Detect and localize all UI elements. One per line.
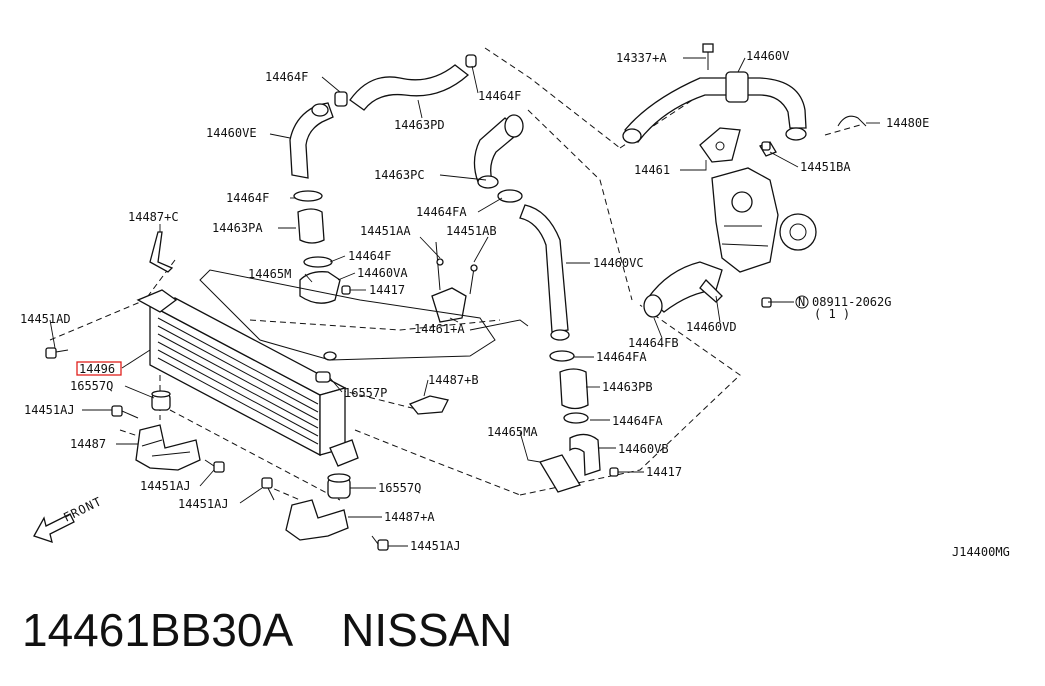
callout-labels: 14337+A 14460V 14464F 14464F 14480E 1446…	[20, 49, 929, 553]
label-14461A: 14461+A	[414, 322, 465, 336]
label-14464FA-mid: 14464FA	[596, 350, 647, 364]
hose-14463PD	[334, 54, 477, 111]
label-14464F-mid: 14464F	[226, 191, 269, 205]
hose-14463PA	[293, 190, 333, 268]
diagram-reference-code: J14400MG	[952, 545, 1010, 559]
label-14417-low: 14417	[646, 465, 682, 479]
label-14487: 14487	[70, 437, 106, 451]
label-08911-n: N	[798, 295, 805, 309]
label-08911: 08911-2062G	[812, 295, 891, 309]
label-16557Q-top: 16557Q	[70, 379, 113, 393]
part-number: 14461BB30A	[22, 604, 294, 656]
parts-diagram: FRONT 14337+A 14460V 14464F 14464F 14480…	[20, 43, 1010, 559]
hose-14460VE	[289, 102, 334, 179]
label-14464FA-top: 14464FA	[416, 205, 467, 219]
highlight-box	[76, 361, 122, 376]
bracket-14487C	[149, 231, 174, 273]
circled-n-badge	[795, 295, 809, 309]
pipe-14460VD	[643, 261, 772, 318]
label-16557P: 16557P	[344, 386, 387, 400]
front-label: FRONT	[61, 494, 104, 525]
label-14487B: 14487+B	[428, 373, 479, 387]
label-14465M: 14465M	[248, 267, 291, 281]
mount-16557Q-upper	[151, 390, 171, 411]
label-14451AJ-3: 14451AJ	[178, 497, 229, 511]
front-arrow: FRONT	[33, 494, 104, 543]
bracket-14487	[135, 424, 201, 471]
label-14417-top: 14417	[369, 283, 405, 297]
label-14451AJ-2: 14451AJ	[140, 479, 191, 493]
label-14464F-top: 14464F	[265, 70, 308, 84]
turbocharger	[711, 167, 817, 273]
mount-16557P	[315, 371, 331, 383]
label-14463PD: 14463PD	[394, 118, 445, 132]
label-14465MA: 14465MA	[487, 425, 538, 439]
label-14464FA-low: 14464FA	[612, 414, 663, 428]
intercooler-core	[136, 269, 496, 467]
label-14464F-low: 14464F	[348, 249, 391, 263]
label-14460V: 14460V	[746, 49, 789, 63]
pipe-14460V	[622, 43, 807, 144]
label-14460VB: 14460VB	[618, 442, 669, 456]
label-14463PA: 14463PA	[212, 221, 263, 235]
label-14460VD: 14460VD	[686, 320, 737, 334]
label-14461: 14461	[634, 163, 670, 177]
label-14463PB: 14463PB	[602, 380, 653, 394]
hose-14463PB	[549, 350, 589, 424]
label-14480E: 14480E	[886, 116, 929, 130]
label-14451AJ-1: 14451AJ	[24, 403, 75, 417]
label-14451BA: 14451BA	[800, 160, 851, 174]
label-14451AB: 14451AB	[446, 224, 497, 238]
label-14460VE: 14460VE	[206, 126, 257, 140]
mount-16557Q-lower	[327, 473, 351, 499]
label-14463PC: 14463PC	[374, 168, 425, 182]
bracket-14487B	[408, 395, 449, 415]
label-14451AD: 14451AD	[20, 312, 71, 326]
label-14487C: 14487+C	[128, 210, 179, 224]
label-14460VC: 14460VC	[593, 256, 644, 270]
label-14464FB: 14464FB	[628, 336, 679, 350]
bracket-14461A	[431, 241, 529, 331]
label-16557Q-low: 16557Q	[378, 481, 421, 495]
label-14451AA: 14451AA	[360, 224, 411, 238]
label-14464F-right: 14464F	[478, 89, 521, 103]
hose-14460VC	[519, 204, 570, 341]
label-14337A: 14337+A	[616, 51, 667, 65]
label-14451AJ-4: 14451AJ	[410, 539, 461, 553]
label-08911-qty: ( 1 )	[814, 307, 850, 321]
leader-lines	[49, 57, 880, 547]
bracket-14487A	[285, 499, 349, 541]
part-caption: 14461BB30A NISSAN	[22, 598, 560, 662]
pipe-14460VB	[539, 433, 619, 493]
clamp-14480E	[837, 115, 867, 127]
bolts	[45, 141, 771, 551]
hose-14463PC	[473, 114, 524, 203]
label-14496: 14496	[79, 362, 115, 376]
label-14460VA: 14460VA	[357, 266, 408, 280]
brand-name: NISSAN	[341, 604, 513, 656]
dashed-reference-lines	[49, 47, 861, 501]
label-14487A: 14487+A	[384, 510, 435, 524]
